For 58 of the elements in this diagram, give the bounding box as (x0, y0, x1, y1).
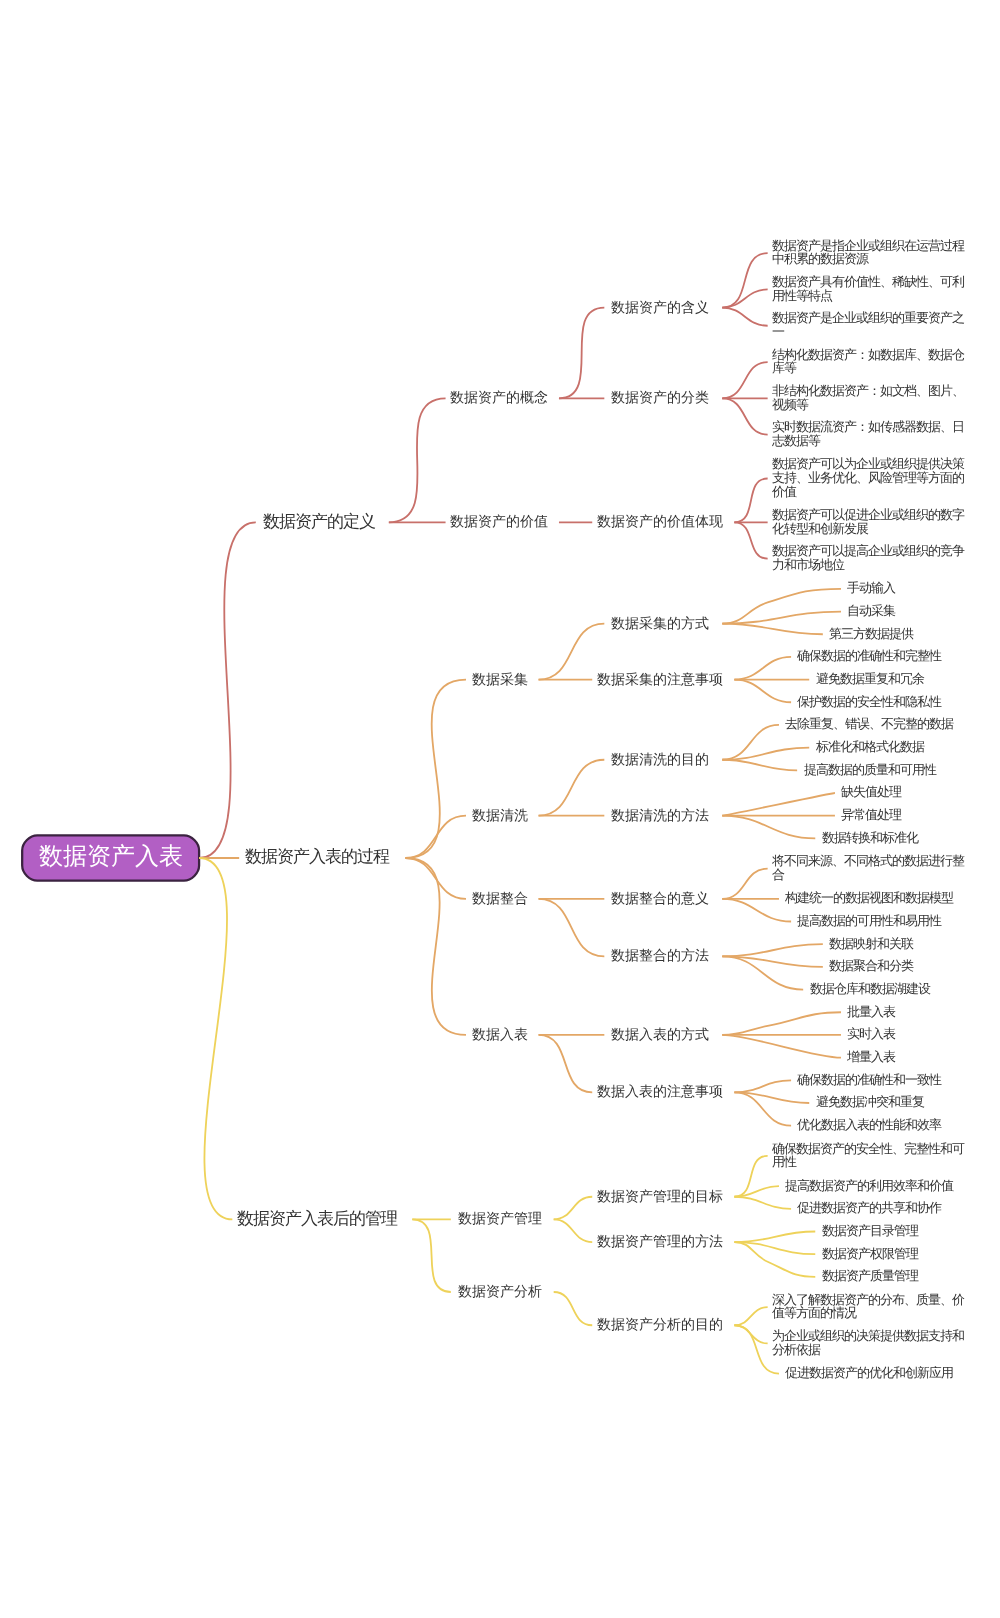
connector (552, 1217, 594, 1242)
connector (537, 896, 606, 957)
connector (721, 896, 792, 922)
connector (558, 520, 594, 523)
connector (733, 1078, 792, 1093)
node-text: 数据资产入表的过程 (245, 845, 390, 866)
connector (721, 866, 769, 899)
connector (198, 520, 257, 858)
connector (558, 396, 606, 399)
connector (733, 1090, 792, 1126)
connector (721, 1033, 842, 1058)
connector (721, 954, 824, 967)
connector (721, 287, 769, 308)
connector (411, 1217, 452, 1220)
connector (537, 1033, 594, 1093)
connector (404, 856, 467, 1035)
connector (733, 1240, 817, 1255)
connector (721, 813, 817, 839)
connector (721, 251, 769, 308)
connector (387, 520, 447, 523)
connector (198, 856, 241, 858)
connector (387, 396, 447, 523)
connector (721, 360, 769, 399)
connector (198, 856, 234, 1220)
connector (733, 677, 792, 703)
connector (733, 1305, 769, 1326)
connector (537, 621, 606, 680)
connector (721, 586, 842, 624)
connector (733, 476, 769, 523)
node-box: 数据资产入表 (21, 833, 201, 881)
connector (721, 621, 824, 635)
connector (721, 757, 799, 771)
connector (721, 396, 769, 435)
connector (537, 677, 594, 680)
connector (558, 305, 606, 399)
connector (733, 1154, 769, 1197)
connector (733, 1323, 780, 1374)
connector (733, 1194, 792, 1209)
node-text: 数据资产入表后的管理 (236, 1206, 397, 1227)
connector (537, 757, 606, 816)
connector (552, 1194, 594, 1220)
connector (733, 520, 769, 523)
connector (721, 723, 780, 760)
connector (721, 954, 805, 990)
connector (411, 1217, 452, 1292)
connector (733, 1184, 780, 1197)
connector (733, 655, 792, 680)
connector (733, 1240, 817, 1277)
connector (721, 942, 824, 957)
connector (537, 813, 606, 816)
connector (733, 520, 769, 559)
node-text: 数据资产的定义 (262, 509, 375, 530)
connector (721, 305, 769, 326)
connector (552, 1290, 594, 1326)
connector (721, 791, 836, 816)
connector (537, 1033, 606, 1035)
connector (733, 1323, 769, 1344)
connector (721, 396, 769, 399)
